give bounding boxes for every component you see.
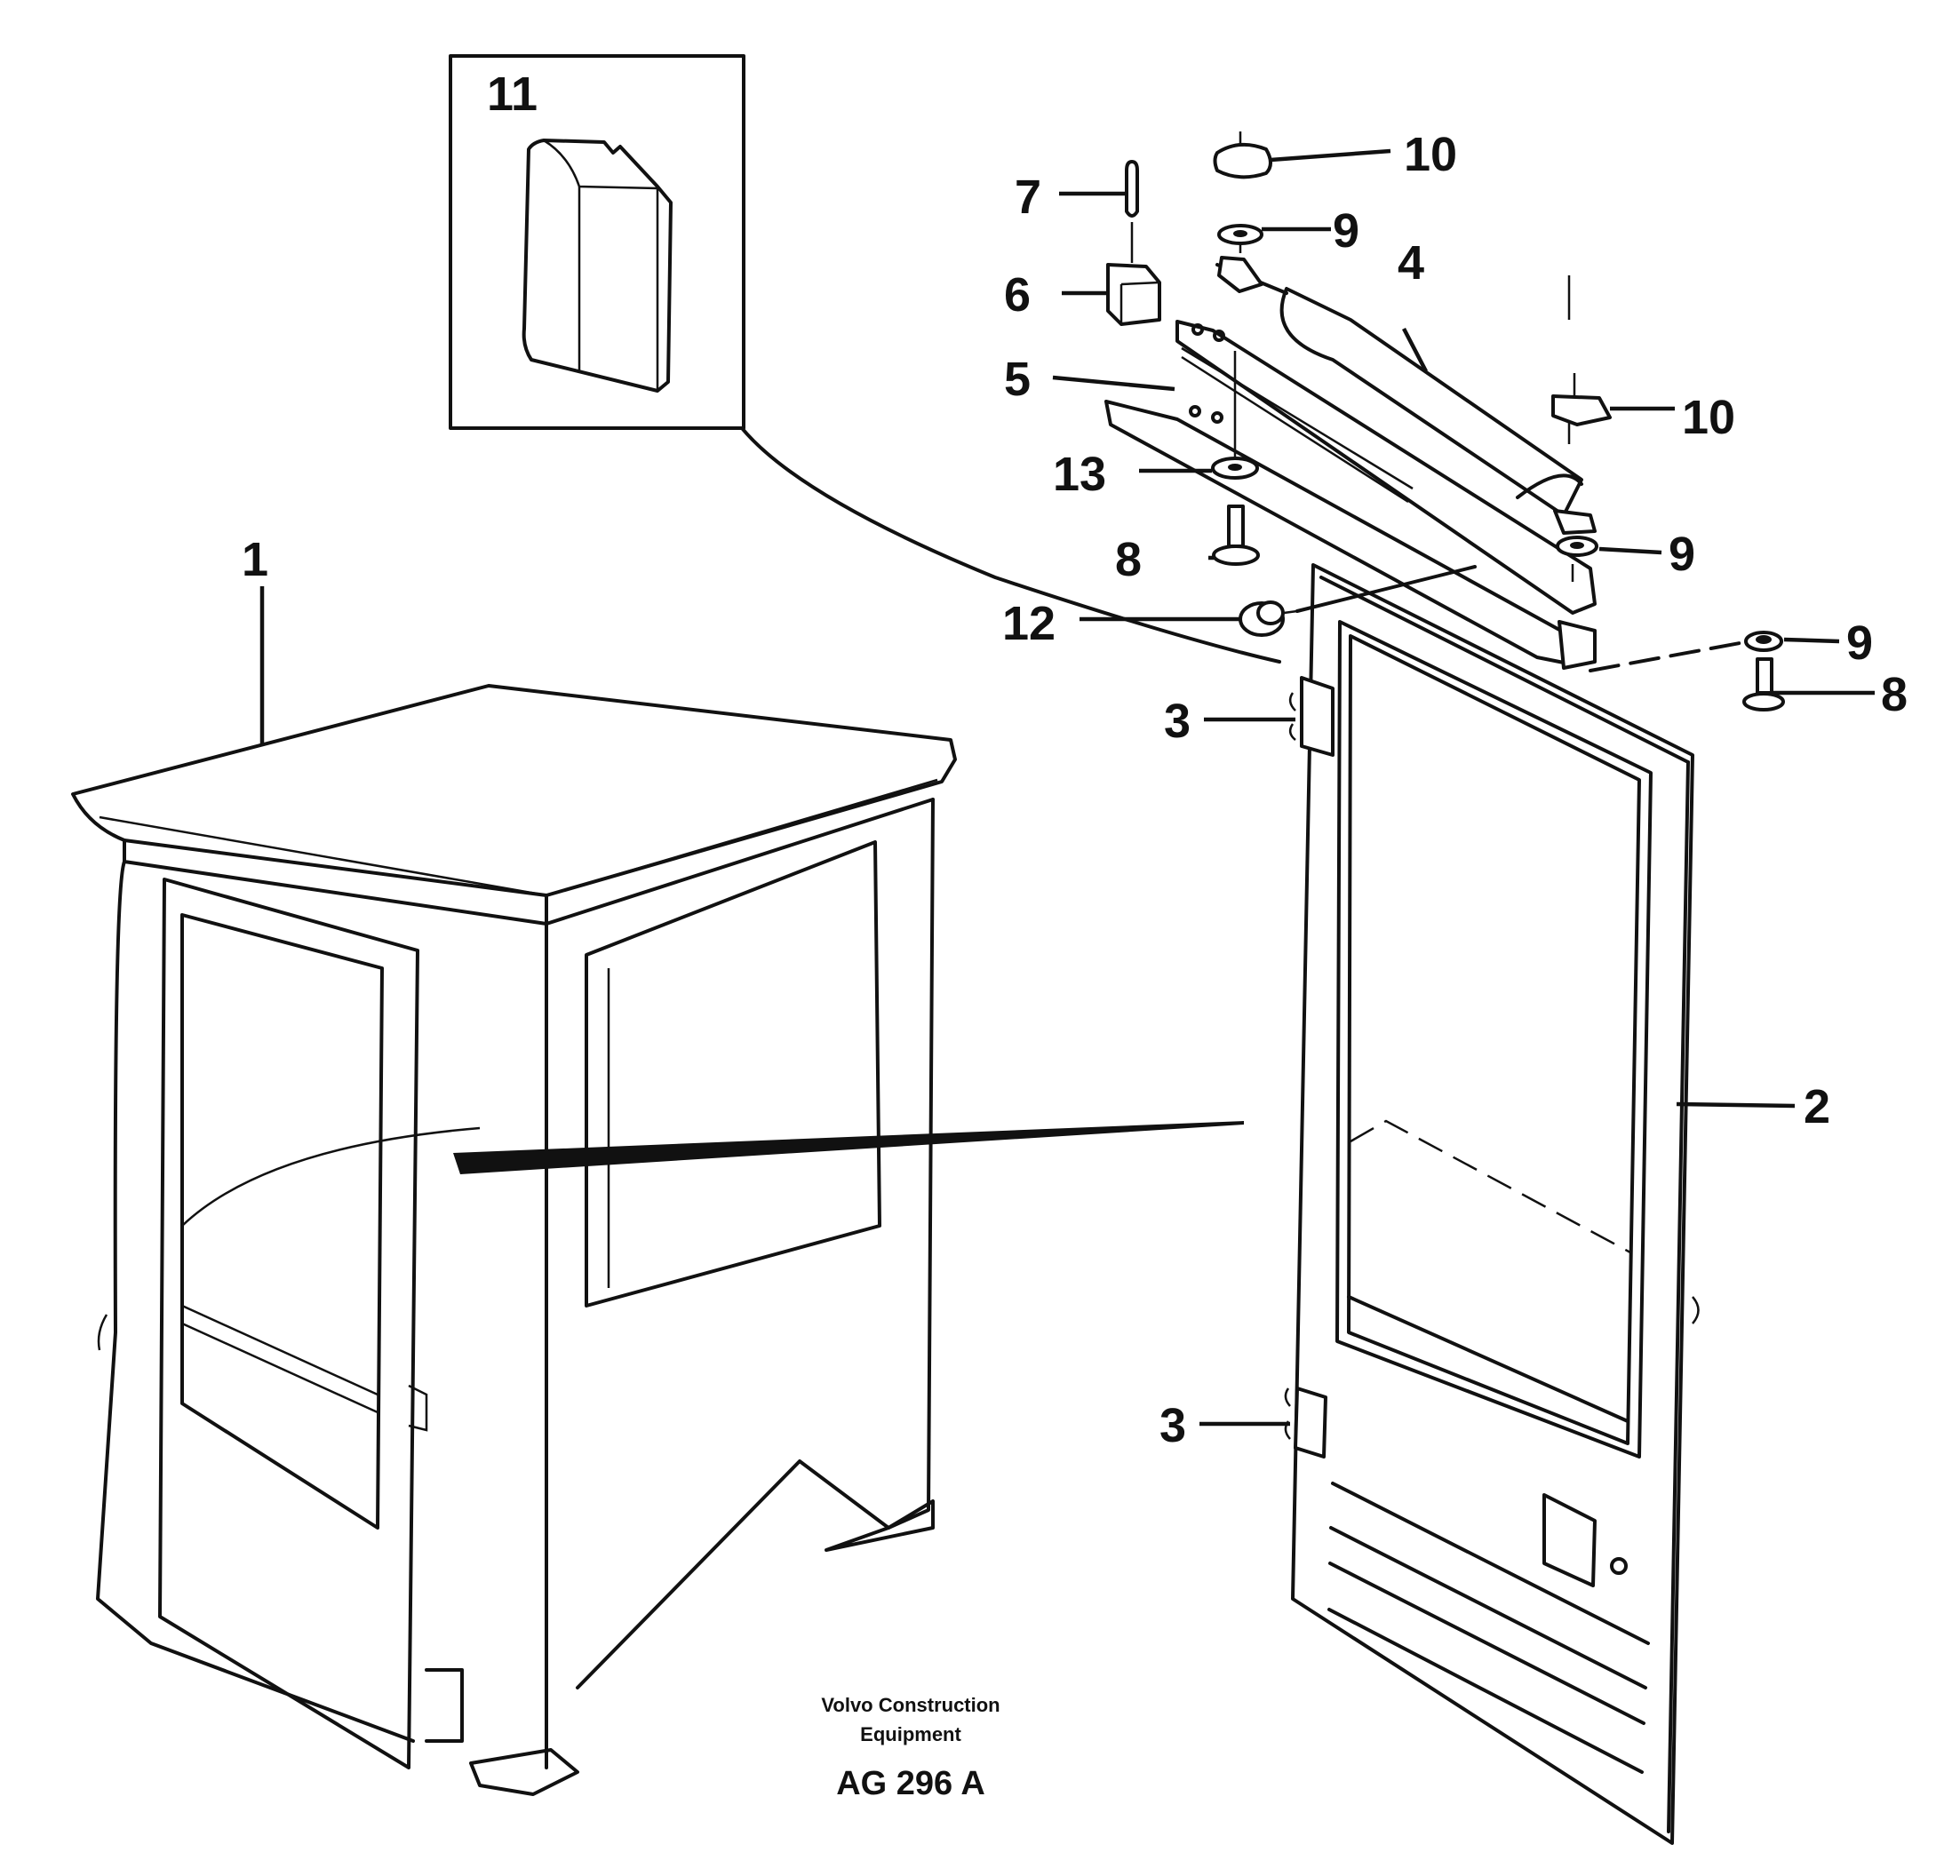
callout-3-lower: 3 xyxy=(1159,1399,1186,1452)
cab-assembly xyxy=(71,684,957,1796)
bolt-8-left xyxy=(1227,505,1245,548)
callout-1: 1 xyxy=(242,533,268,586)
credit-line-2: Equipment xyxy=(860,1723,961,1745)
callout-9-middle: 9 xyxy=(1669,528,1695,581)
callout-10-right: 10 xyxy=(1682,391,1735,444)
callout-2: 2 xyxy=(1804,1080,1830,1133)
callout-3-upper: 3 xyxy=(1164,695,1191,748)
callout-10-upper: 10 xyxy=(1404,128,1457,181)
callout-9-upper: 9 xyxy=(1333,204,1359,258)
washer-10-right xyxy=(1551,394,1612,426)
callout-8-left: 8 xyxy=(1115,533,1142,586)
callout-7: 7 xyxy=(1015,171,1041,224)
knob-lead-line xyxy=(1295,565,1477,613)
inset-detail-box: 11 xyxy=(449,54,745,430)
credit-line-1: Volvo Construction xyxy=(821,1694,1000,1716)
callout-13: 13 xyxy=(1053,448,1106,501)
callout-12: 12 xyxy=(1002,597,1056,650)
inset-part-cover xyxy=(522,139,673,393)
leader-lines xyxy=(259,148,1875,1427)
door-leader-wedge xyxy=(453,1121,1244,1174)
callout-9-right: 9 xyxy=(1846,616,1873,670)
hinge-lower xyxy=(1284,1387,1327,1459)
door-panel xyxy=(1291,563,1700,1845)
drawing-code: AG 296 A xyxy=(836,1765,985,1802)
callout-8-right: 8 xyxy=(1881,668,1908,721)
inset-frame xyxy=(449,54,745,430)
inset-lead-curve xyxy=(740,426,1281,664)
callout-11: 11 xyxy=(487,68,538,121)
gas-strut-assembly xyxy=(1104,131,1785,711)
knob-12 xyxy=(1239,600,1298,637)
hinge-upper xyxy=(1288,676,1335,757)
bolt-8-right xyxy=(1756,657,1773,695)
callout-5: 5 xyxy=(1004,353,1031,406)
callout-6: 6 xyxy=(1004,268,1031,322)
callout-4: 4 xyxy=(1398,236,1424,290)
washer-10-upper xyxy=(1213,142,1272,179)
